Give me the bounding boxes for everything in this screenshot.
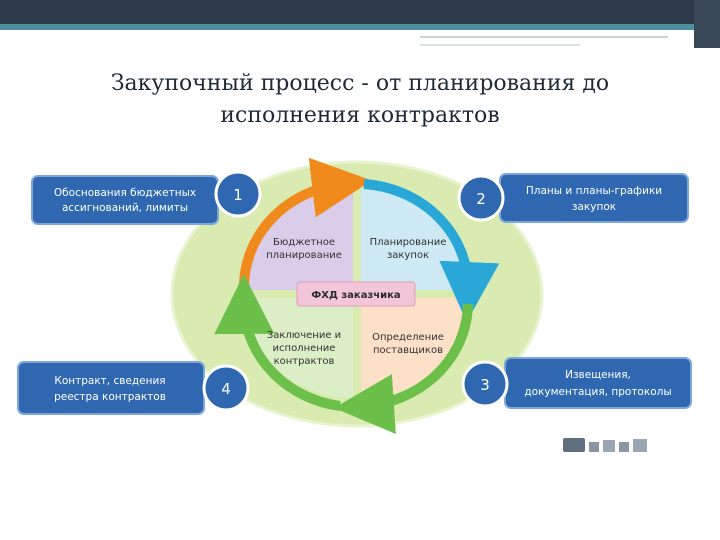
slide-title: Закупочный процесс - от планирования до …: [40, 68, 680, 132]
step-box-text: ассигнований, лимиты: [62, 202, 188, 214]
quadrant-label: Бюджетное: [273, 237, 335, 248]
step-box-3: [504, 357, 692, 409]
step-box-1: [31, 175, 219, 225]
step-box-text: Планы и планы-графики: [526, 185, 662, 197]
quadrant-label: планирование: [266, 250, 342, 261]
top-bar-accent: [0, 24, 720, 30]
quadrant-label: контрактов: [274, 356, 335, 367]
arrow-orange: [238, 157, 372, 289]
step-box-2: [499, 173, 689, 223]
quadrant-label: Планирование: [370, 237, 447, 248]
step-box-4: [17, 361, 205, 415]
decor-line: [420, 44, 580, 46]
title-line-2: исполнения контрактов: [220, 103, 500, 128]
title-line-1: Закупочный процесс - от планирования до: [110, 71, 610, 96]
step-number: 4: [221, 380, 231, 398]
arrow-green-left: [214, 274, 341, 411]
step-box-text: документация, протоколы: [524, 386, 671, 398]
step-number: 3: [480, 376, 490, 394]
quadrant-label: Определение: [372, 332, 444, 343]
quadrant-label: поставщиков: [373, 345, 443, 356]
procurement-cycle-diagram: Бюджетное планирование Планирование заку…: [17, 157, 692, 434]
watermark-logo: [563, 438, 647, 452]
arrow-green-lower: [334, 303, 473, 434]
slide-top-bar: [0, 0, 720, 48]
center-label: ФХД заказчика: [311, 290, 400, 301]
quadrant-supplier-selection: [361, 298, 469, 398]
quadrant-label: Заключение и: [267, 330, 341, 341]
step-number: 1: [233, 186, 243, 204]
step-box-text: реестра контрактов: [54, 391, 166, 403]
step-number-badge: [461, 360, 509, 408]
step-number-badge: [202, 364, 250, 412]
step-number: 2: [476, 190, 486, 208]
step-box-text: закупок: [572, 201, 616, 213]
step-number-badge: [214, 170, 262, 218]
step-box-text: Контракт, сведения: [54, 375, 165, 387]
step-box-text: Извещения,: [565, 369, 631, 381]
quadrant-label: закупок: [387, 250, 429, 261]
step-box-text: Обоснования бюджетных: [54, 187, 196, 199]
quadrant-label: исполнение: [273, 343, 336, 354]
step-number-badge: [457, 174, 505, 222]
top-bar-corner: [694, 0, 720, 48]
center-box: [296, 281, 416, 307]
decor-line: [420, 36, 668, 38]
arrow-teal: [363, 179, 500, 322]
